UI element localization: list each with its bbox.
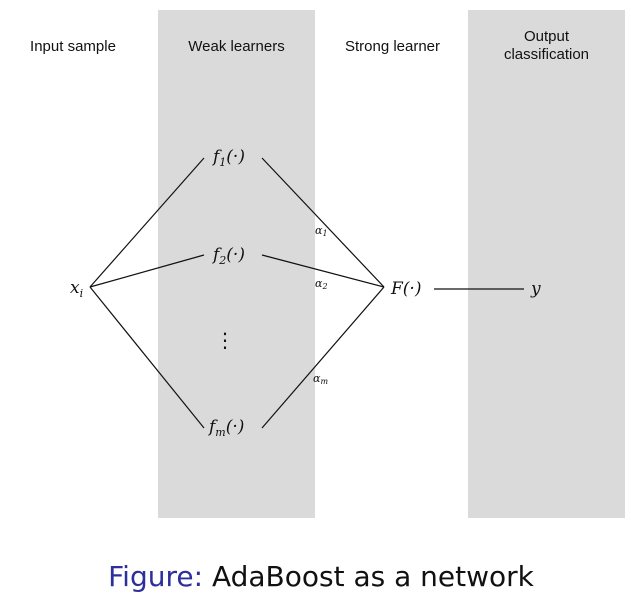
caption-text: AdaBoost as a network [211,560,534,593]
output-label-line2: classification [503,46,590,63]
output-label-line1: Output [523,28,570,45]
ellipsis-dots: ⋮ [215,328,235,352]
weak-learners-label: Weak learners [188,38,285,55]
caption-prefix: Figure: [108,560,204,593]
edge-f2-strong [261,254,385,288]
input-node: xi [70,278,83,300]
strong-learner-node: F(·) [390,279,421,299]
weak-learner-fm: fm(·) [207,417,244,439]
weak-learners-band [158,10,315,518]
output-classification-label: Output classification [468,28,625,64]
weight-alpha-2: α2 [315,277,328,291]
weak-learner-f2: f2(·) [211,245,245,267]
edge-input-f2 [89,254,205,288]
weak-learner-f1: f1(·) [211,147,245,169]
strong-learner-label: Strong learner [344,38,441,55]
figure-caption: Figure: AdaBoost as a network [0,560,642,594]
output-band [468,10,625,518]
input-sample-label: Input sample [30,38,116,55]
edge-input-fm [89,286,205,429]
edge-f1-strong [261,157,385,288]
weight-alpha-1: α1 [315,224,328,238]
edge-fm-strong [261,286,385,429]
output-node: y [530,279,541,299]
edge-input-f1 [89,157,205,288]
weight-alpha-m: αm [313,372,328,386]
